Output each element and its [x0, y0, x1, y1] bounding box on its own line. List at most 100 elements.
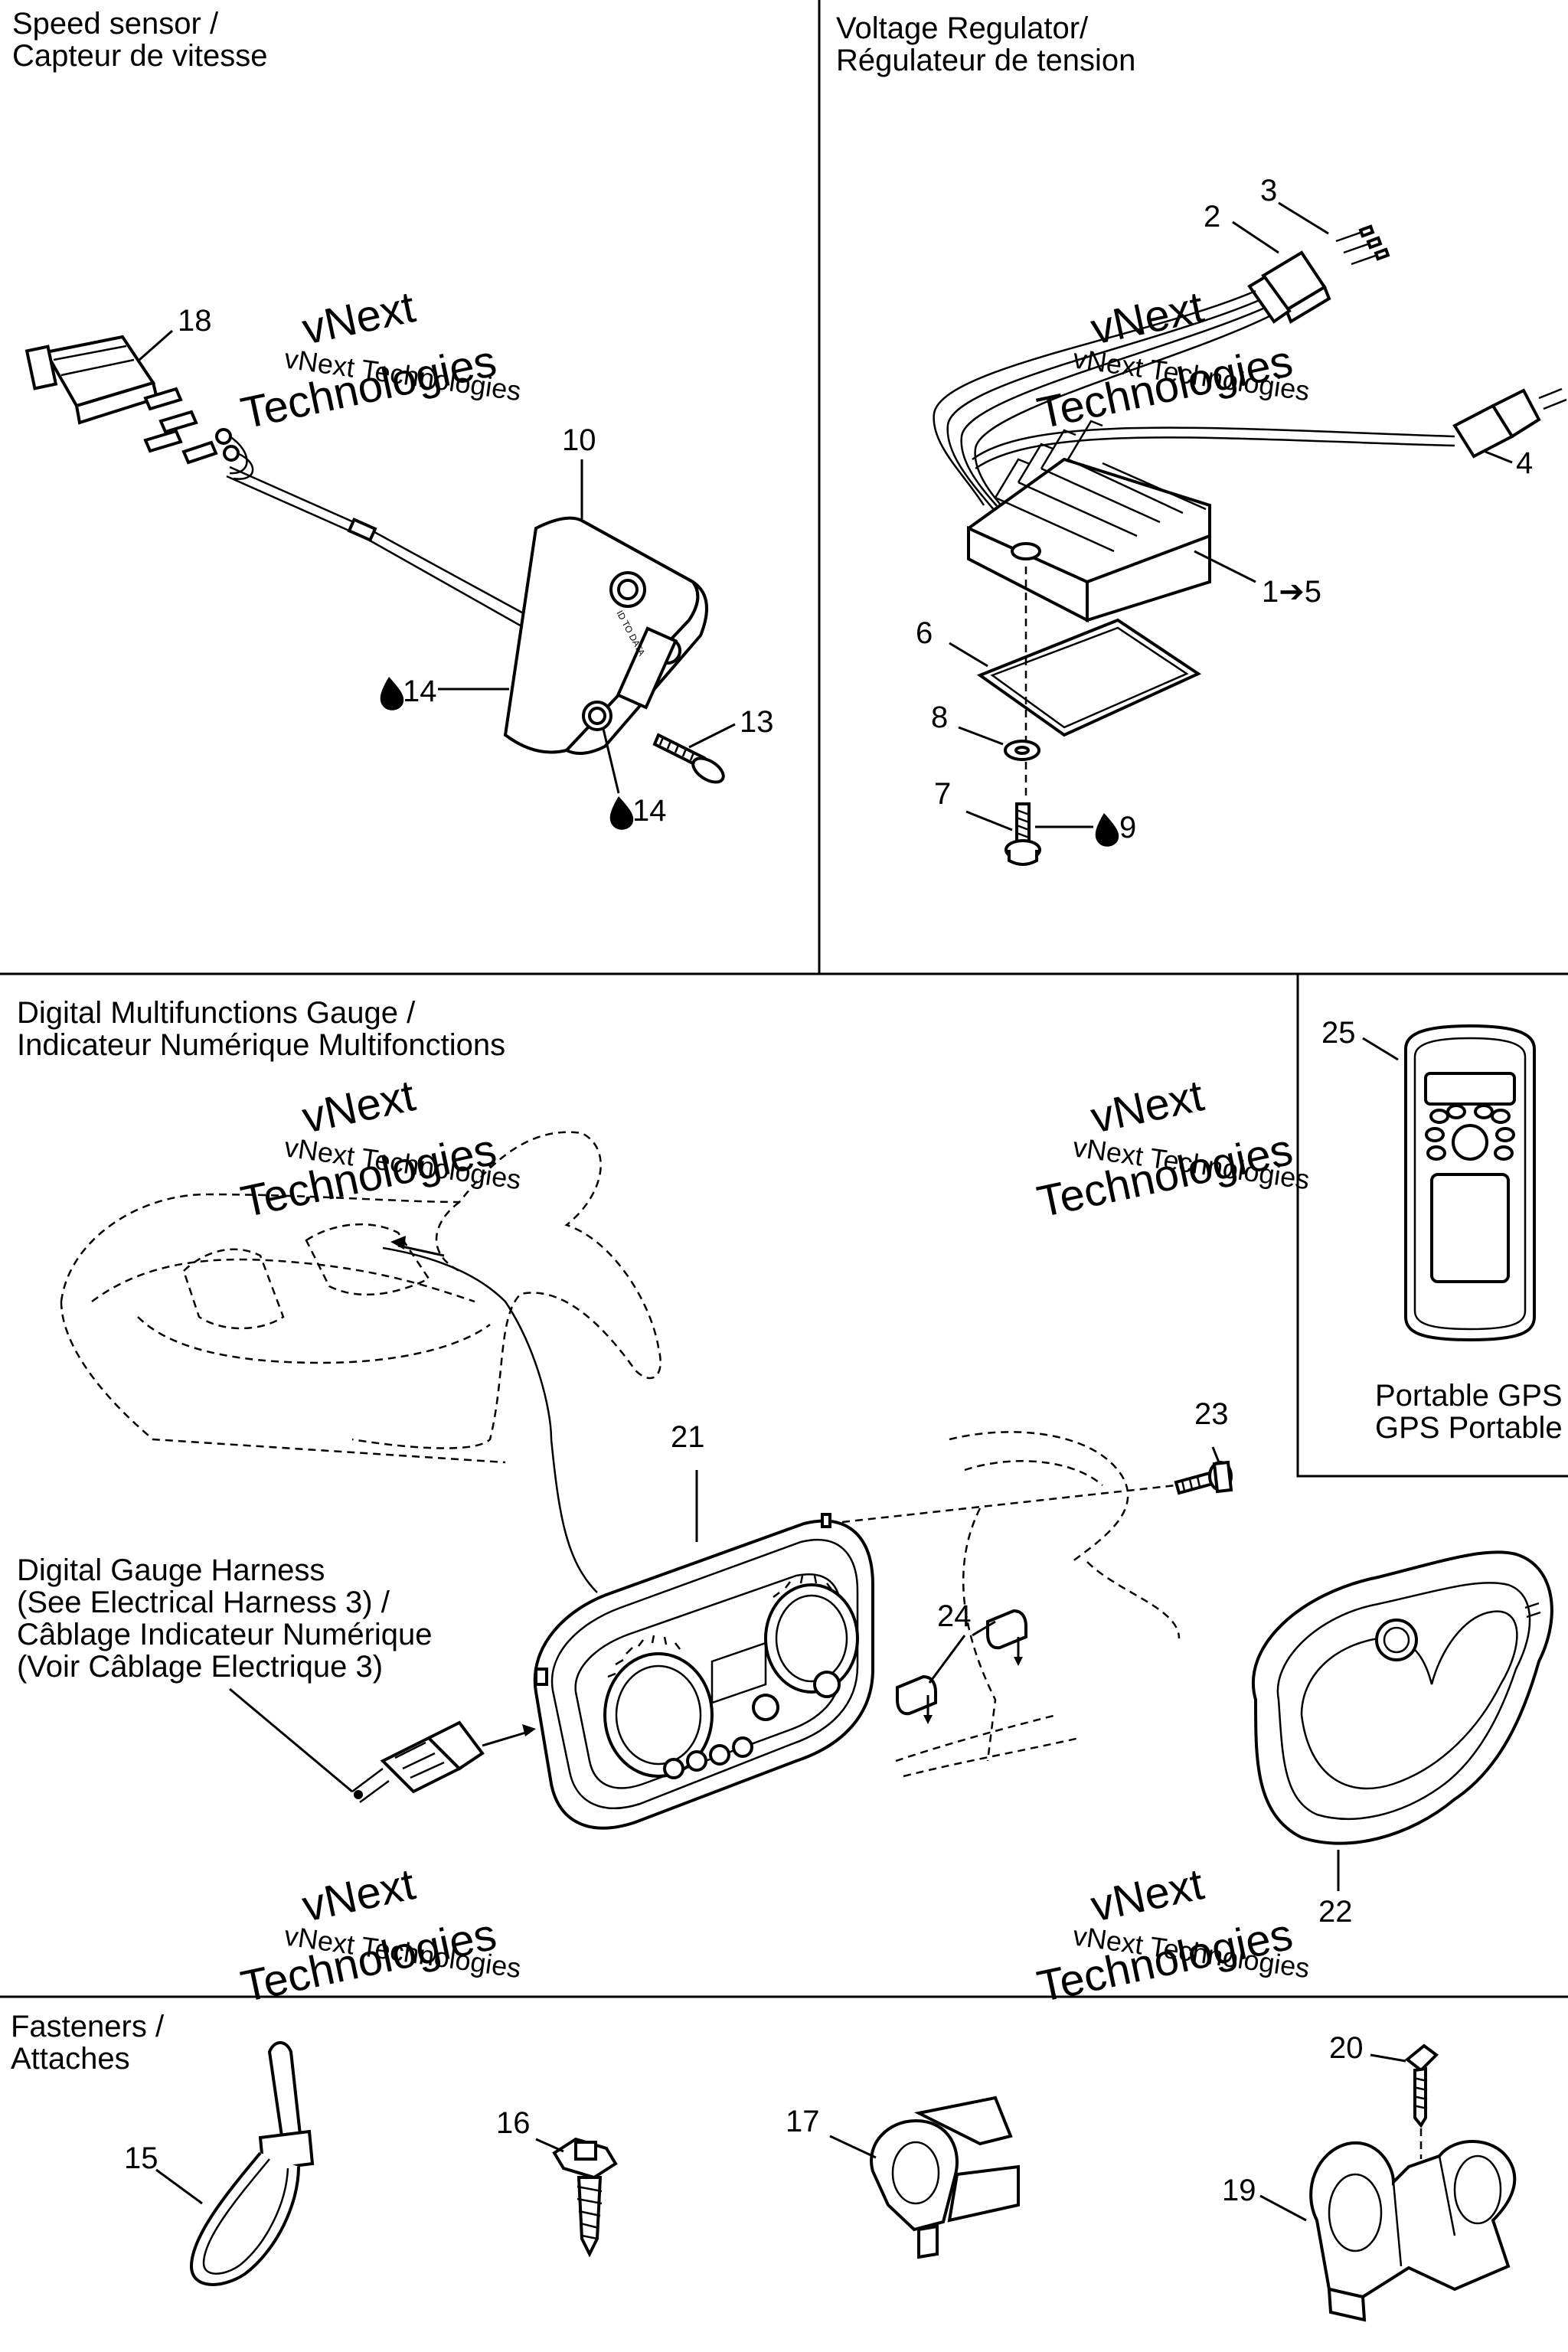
speed-sensor-terminals [143, 387, 254, 480]
callout-16: 16 [496, 2106, 531, 2140]
callout-24: 24 [937, 1599, 972, 1633]
leader-3 [1278, 201, 1329, 235]
drop-icon [380, 677, 404, 710]
callout-2: 2 [1204, 200, 1220, 234]
leader-2 [1232, 220, 1279, 254]
cable-tie-15 [189, 2041, 315, 2286]
callout-18: 18 [178, 304, 212, 338]
drop-icon [1095, 813, 1119, 847]
watermark: vNext Technologies vNext Technologies [1033, 1859, 1312, 2011]
svg-text:Speed sensor /: Speed sensor / [12, 7, 219, 41]
leader-19 [1259, 2194, 1307, 2222]
regulator-washer [1004, 740, 1040, 761]
watermark: vNext Technologies vNext Technologies [237, 1070, 523, 1227]
regulator-screw [1004, 802, 1041, 866]
leader-4 [1485, 450, 1513, 464]
svg-text:(Voir Câblage Electrique 3): (Voir Câblage Electrique 3) [17, 1650, 383, 1684]
svg-text:Portable GPS: Portable GPS [1375, 1379, 1563, 1413]
leader-23 [1211, 1446, 1220, 1463]
cable-clamp-17 [870, 2096, 1020, 2259]
callout-10: 10 [562, 423, 596, 457]
leader-17 [829, 2135, 877, 2159]
callout-23: 23 [1194, 1397, 1229, 1431]
callout-4: 4 [1516, 446, 1533, 480]
svg-text:vNext: vNext [298, 282, 420, 354]
leader-24b [972, 1620, 996, 1637]
svg-text:Câblage Indicateur Numérique: Câblage Indicateur Numérique [17, 1618, 433, 1651]
leader-15 [155, 2168, 203, 2205]
svg-text:GPS Portable: GPS Portable [1375, 1411, 1563, 1445]
svg-text:vNext: vNext [298, 1070, 420, 1142]
svg-text:Capteur de vitesse: Capteur de vitesse [12, 39, 268, 73]
speed-sensor-title: Speed sensor / Capteur de vitesse [12, 7, 268, 73]
lubricant-callout-14a: 14 [380, 675, 509, 710]
callout-19: 19 [1222, 2174, 1256, 2207]
svg-text:Indicateur Numérique Multifonc: Indicateur Numérique Multifonctions [17, 1028, 505, 1062]
leader-25 [1362, 1037, 1399, 1061]
callout-1-5: 1➔5 [1262, 575, 1321, 609]
watermark: vNext Technologies vNext Technologies [237, 1859, 523, 2011]
callout-25: 25 [1321, 1016, 1356, 1050]
screw-axis-23 [841, 1484, 1177, 1524]
gauge-mount-outline [895, 1431, 1181, 1778]
handlebar-pod-outline [60, 1131, 662, 1464]
double-clamp-19 [1309, 2140, 1517, 2322]
leader-harness [229, 1687, 353, 1793]
voltage-regulator-body [967, 420, 1211, 623]
voltage-regulator-title: Voltage Regulator/ Régulateur de tension [836, 11, 1135, 77]
speed-sensor-cable [226, 466, 537, 632]
svg-text:(See Electrical Harness 3) /: (See Electrical Harness 3) / [17, 1586, 390, 1619]
digital-gauge-title: Digital Multifunctions Gauge / Indicateu… [17, 996, 505, 1062]
push-screw-16 [552, 2137, 618, 2258]
gps-panel-border [1296, 974, 1568, 1478]
regulator-connector-4 [1452, 387, 1567, 459]
svg-text:14: 14 [403, 675, 437, 708]
callout-17: 17 [786, 2105, 820, 2138]
leader-8 [958, 726, 1004, 746]
callout-21: 21 [671, 1420, 705, 1454]
regulator-gasket [976, 618, 1202, 737]
gauge-cable [550, 1439, 598, 1593]
regulator-wires [933, 289, 1455, 524]
gauge-bezel-22 [1251, 1550, 1553, 1845]
portable-gps-device [1404, 1024, 1536, 1342]
svg-text:9: 9 [1119, 811, 1136, 844]
fasteners-title: Fasteners / Attaches [11, 2010, 165, 2076]
leader-1-5 [1194, 550, 1256, 583]
svg-text:14: 14 [632, 794, 667, 828]
svg-text:vNext: vNext [1086, 1859, 1208, 1931]
svg-text:vNext: vNext [1086, 282, 1208, 354]
callout-15: 15 [124, 2141, 158, 2175]
speed-sensor-screw [652, 733, 725, 784]
gauge-plugs-24 [896, 1609, 1027, 1724]
digital-gauge-body [533, 1513, 874, 1830]
regulator-pins-3 [1335, 224, 1390, 266]
lubricant-callout-9: 9 [1035, 811, 1136, 847]
svg-text:vNext: vNext [1086, 1070, 1208, 1142]
leader-6 [949, 642, 988, 668]
svg-text:Régulateur de tension: Régulateur de tension [836, 44, 1135, 77]
speed-sensor-connector [24, 329, 173, 425]
callout-8: 8 [931, 701, 948, 734]
screw-20 [1404, 2043, 1439, 2128]
callout-22: 22 [1318, 1895, 1353, 1929]
leader-7 [965, 810, 1013, 831]
svg-text:vNext: vNext [298, 1859, 420, 1931]
svg-text:Digital Multifunctions Gauge /: Digital Multifunctions Gauge / [17, 996, 416, 1030]
leader-20 [1370, 2053, 1406, 2063]
svg-text:Digital Gauge Harness: Digital Gauge Harness [17, 1553, 325, 1587]
svg-text:Attaches: Attaches [11, 2042, 130, 2076]
svg-text:Voltage Regulator/: Voltage Regulator/ [836, 11, 1089, 45]
leader-24a [928, 1635, 966, 1684]
gauge-harness-connector [351, 1720, 536, 1804]
gauge-screw-23 [1174, 1460, 1233, 1495]
gauge-harness-label: Digital Gauge Harness (See Electrical Ha… [17, 1553, 433, 1684]
callout-3: 3 [1260, 174, 1277, 207]
watermark: vNext Technologies vNext Technologies [237, 282, 523, 438]
speed-sensor-body: ID TO DATA [503, 516, 708, 755]
svg-text:Fasteners /: Fasteners / [11, 2010, 165, 2043]
callout-6: 6 [916, 616, 933, 650]
regulator-connector-2 [1247, 250, 1331, 324]
watermark: vNext Technologies vNext Technologies [1033, 1070, 1312, 1227]
